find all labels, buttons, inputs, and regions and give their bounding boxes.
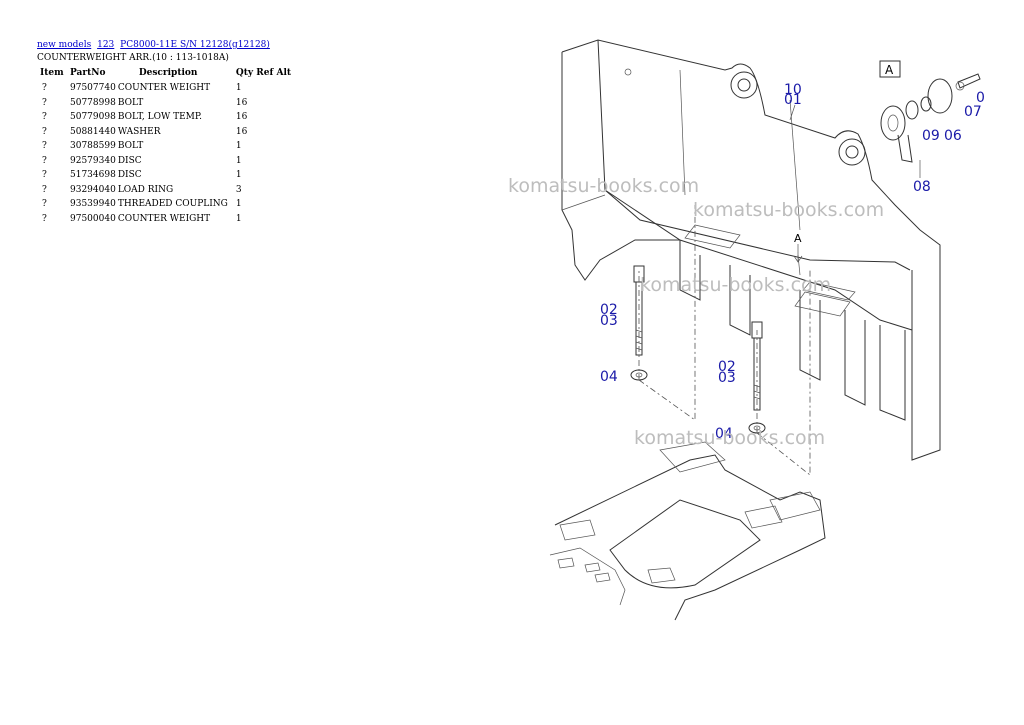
view-a-label: A: [885, 63, 894, 77]
col-item: Item: [40, 68, 64, 78]
exploded-parts-diagram: A A 10 01 0 07 09 06 08 02 03 04 02 03 0…: [500, 30, 985, 650]
table-header-row: Item PartNo Description Qty Ref Alt: [37, 66, 294, 81]
breadcrumb-link-123[interactable]: 123: [97, 40, 115, 50]
breadcrumb: new models 123 PC8000-11E S/N 12128(g121…: [37, 39, 337, 51]
callout-0: 0: [976, 90, 985, 106]
bolt-07: [957, 73, 981, 89]
diagram-svg: A A 10 01 0 07 09 06 08 02 03 04 02 03 0…: [508, 39, 985, 621]
callout-03-left: 03: [600, 313, 618, 329]
coupling-09: [905, 100, 919, 120]
callout-04-right: 04: [715, 426, 733, 442]
callout-02-right: 02: [718, 359, 736, 375]
callout-08: 08: [913, 179, 931, 195]
parts-table: Item PartNo Description Qty Ref Alt ?975…: [37, 66, 294, 226]
col-ref: Ref: [256, 68, 274, 78]
watermark-4: komatsu-books.com: [634, 427, 825, 449]
watermark-2: komatsu-books.com: [693, 199, 884, 221]
section-a-label: A: [794, 232, 802, 245]
callout-02-left: 02: [600, 302, 618, 318]
col-alt: Alt: [276, 68, 292, 78]
col-description: Description: [138, 68, 198, 78]
callout-10: 10: [784, 82, 802, 98]
view-a-box: [879, 60, 901, 78]
callout-07: 07: [964, 104, 982, 120]
callout-03-right: 03: [718, 370, 736, 386]
callout-06: 06: [944, 128, 962, 144]
breadcrumb-link-model[interactable]: PC8000-11E S/N 12128(g12128): [120, 40, 270, 50]
watermark-3: komatsu-books.com: [640, 274, 831, 296]
watermark-1: komatsu-books.com: [508, 175, 699, 197]
disc-06: [927, 78, 953, 114]
page-title: COUNTERWEIGHT ARR.(10 : 113-1018A): [37, 53, 229, 63]
parts-panel: new models 123 PC8000-11E S/N 12128(g121…: [37, 39, 337, 226]
col-partno: PartNo: [70, 68, 106, 78]
breadcrumb-link-new-models[interactable]: new models: [37, 40, 92, 50]
callout-09: 09: [922, 128, 940, 144]
counterweight-body: [561, 39, 941, 461]
base-frame: [549, 441, 826, 621]
col-qty: Qty Ref Alt: [235, 68, 292, 78]
callout-04-left: 04: [600, 369, 618, 385]
load-ring-08: [880, 105, 906, 141]
detail-view-a: A: [879, 60, 981, 178]
callout-01: 01: [784, 92, 802, 108]
